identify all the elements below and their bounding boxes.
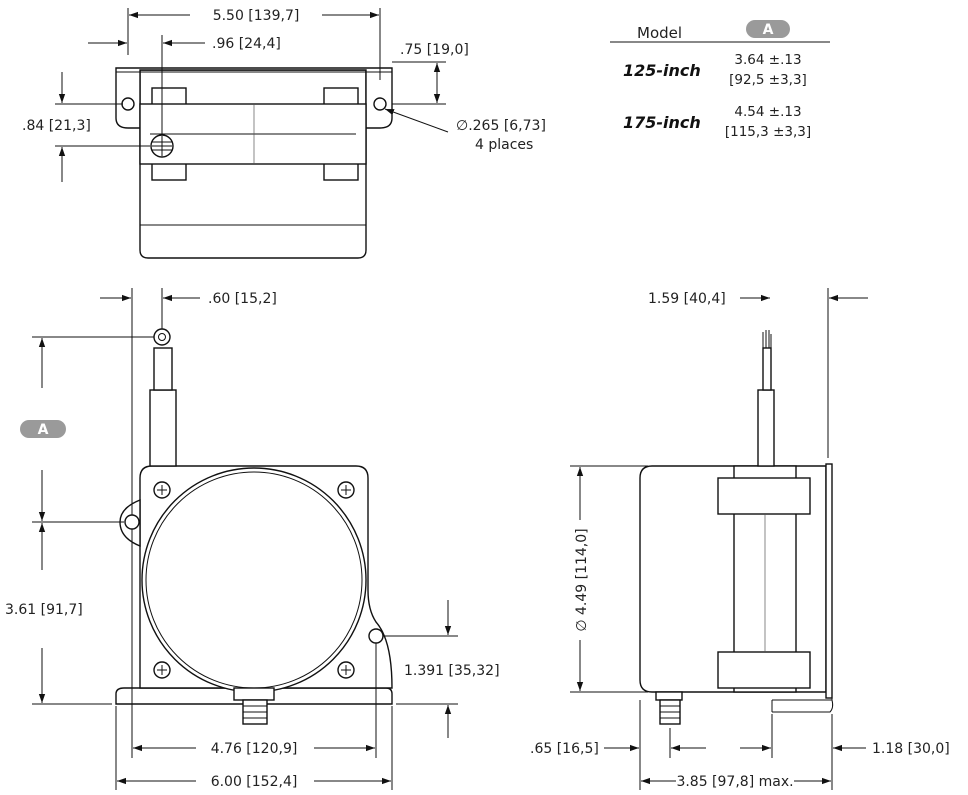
front-view: .60 [15,2] A 3.61 [91,7] 1.391 [35,32] 4… xyxy=(5,288,500,790)
hole-dim-line1: ∅.265 [6,73] xyxy=(456,118,546,134)
side-cable-offset-dim: 1.59 [40,4] xyxy=(648,291,726,307)
cable-eyelet-icon xyxy=(153,328,171,346)
table-header-model: Model xyxy=(637,24,682,42)
front-a-badge xyxy=(20,420,66,438)
side-connector-dim: .65 [16,5] xyxy=(530,741,599,757)
side-cable-tube xyxy=(757,389,775,467)
table-row-value-mm: [92,5 ±3,3] xyxy=(729,72,807,88)
model-table: Model A 125-inch 3.64 ±.13 [92,5 ±3,3] 1… xyxy=(610,20,830,140)
top-width-dim: 5.50 [139,7] xyxy=(213,8,300,24)
top-view: 5.50 [139,7] .96 [24,4] .75 [19,0] .84 [… xyxy=(22,8,546,259)
front-hole-height-dim: 1.391 [35,32] xyxy=(404,663,500,679)
top-depth-dim: .75 [19,0] xyxy=(400,42,469,58)
front-drum xyxy=(141,467,367,693)
cable-tube xyxy=(149,389,177,467)
front-cable-offset-dim: .60 [15,2] xyxy=(208,291,277,307)
front-a-badge-label: A xyxy=(38,422,49,438)
cable-strands-icon xyxy=(762,330,772,348)
table-row-value: 4.54 ±.13 xyxy=(734,104,801,120)
hole-dim-line2: 4 places xyxy=(475,137,533,153)
side-overall-depth-dim: 3.85 [97,8] max. xyxy=(676,774,793,790)
table-header-badge xyxy=(746,20,790,38)
mount-hole-icon xyxy=(373,97,387,111)
side-diameter-dim: ∅ 4.49 [114,0] xyxy=(574,528,590,631)
table-row-model: 125-inch xyxy=(623,61,701,80)
top-view-flange xyxy=(115,67,393,129)
table-header-badge-label: A xyxy=(763,22,774,38)
front-hole-spacing-dim: 4.76 [120,9] xyxy=(211,741,298,757)
mount-hole-icon xyxy=(121,97,135,111)
table-row-value-mm: [115,3 ±3,3] xyxy=(725,124,811,140)
mount-hole-icon xyxy=(124,514,140,530)
front-height-dim: 3.61 [91,7] xyxy=(5,602,83,618)
side-view: 1.59 [40,4] ∅ 4.49 [114,0] .65 [16,5] 1.… xyxy=(530,288,950,790)
table-row-value: 3.64 ±.13 xyxy=(734,52,801,68)
front-overall-width-dim: 6.00 [152,4] xyxy=(211,774,298,790)
table-row-model: 175-inch xyxy=(623,113,701,132)
side-flange xyxy=(825,463,833,699)
side-flange-dim: 1.18 [30,0] xyxy=(872,741,950,757)
mount-hole-icon xyxy=(368,628,384,644)
top-height-dim: .84 [21,3] xyxy=(22,118,91,134)
top-offset-dim: .96 [24,4] xyxy=(212,36,281,52)
